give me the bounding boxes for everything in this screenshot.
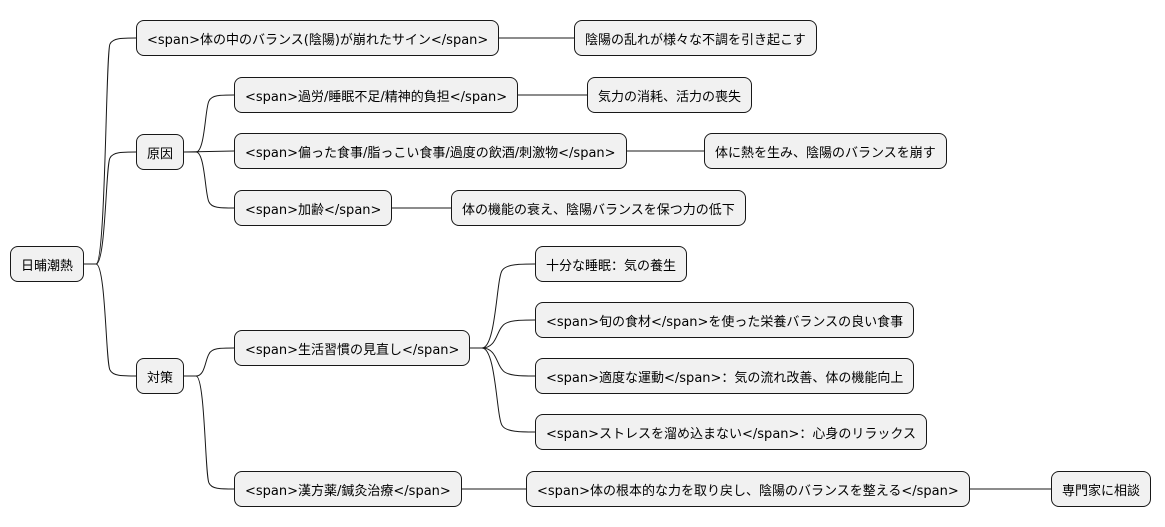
edge-root-measure — [84, 263, 137, 377]
node-lifestyle-sleep: 十分な睡眠：気の養生 — [535, 246, 688, 282]
edge-lifestyle-lifestyle_exercise — [470, 347, 536, 377]
edge-measure-kampo — [184, 375, 235, 490]
edge-root-sign — [84, 37, 137, 265]
node-sign-detail: 陰陽の乱れが様々な不調を引き起こす — [574, 20, 817, 56]
edge-measure-lifestyle — [184, 347, 235, 377]
node-sign: <span>体の中のバランス(陰陽)が崩れたサイン</span> — [136, 20, 500, 56]
node-kampo: <span>漢方薬/鍼灸治療</span> — [234, 471, 462, 507]
node-lifestyle-exercise: <span>適度な運動</span>：気の流れ改善、体の機能向上 — [535, 358, 915, 394]
node-cause-overwork-detail: 気力の消耗、活力の喪失 — [587, 77, 753, 113]
node-cause-diet-detail: 体に熱を生み、陰陽のバランスを崩す — [704, 133, 947, 169]
node-lifestyle-food: <span>旬の食材</span>を使った栄養バランスの良い食事 — [535, 302, 915, 338]
node-cause: 原因 — [136, 134, 185, 170]
node-kampo-consult: 専門家に相談 — [1051, 471, 1152, 507]
root-node: 日晡潮熱 — [10, 246, 85, 282]
node-lifestyle-stress: <span>ストレスを溜め込まない</span>：心身のリラックス — [535, 414, 928, 450]
node-cause-diet: <span>偏った食事/脂っこい食事/過度の飲酒/刺激物</span> — [234, 133, 627, 169]
node-kampo-detail: <span>体の根本的な力を取り戻し、陰陽のバランスを整える</span> — [526, 471, 970, 507]
node-cause-overwork: <span>過労/睡眠不足/精神的負担</span> — [234, 77, 519, 113]
edge-lifestyle-lifestyle_food — [470, 319, 536, 349]
node-lifestyle: <span>生活習慣の見直し</span> — [234, 330, 471, 366]
edge-cause-cause_overwork — [184, 94, 235, 153]
edge-root-cause — [84, 151, 137, 265]
edge-lifestyle-lifestyle_sleep — [470, 263, 536, 349]
node-cause-aging: <span>加齢</span> — [234, 190, 393, 226]
node-measure: 対策 — [136, 358, 185, 394]
edge-lifestyle-lifestyle_stress — [470, 347, 536, 433]
edge-cause-cause_aging — [184, 151, 235, 209]
node-cause-aging-detail: 体の機能の衰え、陰陽バランスを保つ力の低下 — [451, 190, 746, 226]
